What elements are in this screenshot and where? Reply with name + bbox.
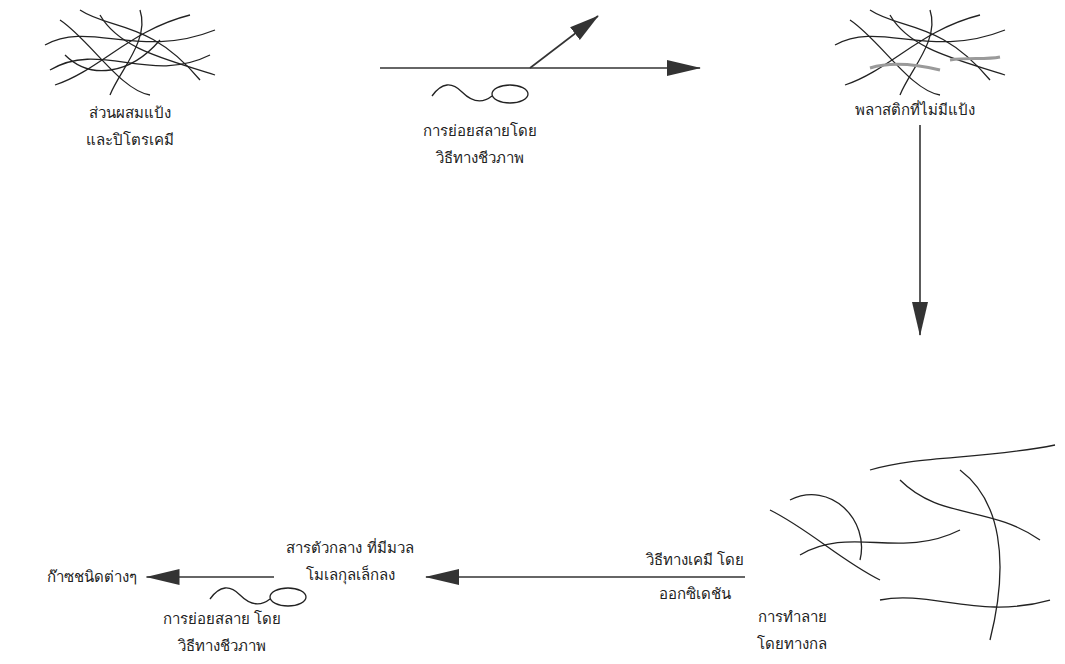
- process-node: ก๊าซชนิดต่างๆ: [38, 560, 147, 595]
- flow-arrow: [426, 576, 745, 578]
- flow-arrow: [380, 67, 700, 69]
- node-caption: ส่วนผสมแป้ง และปิโตรเคมี: [84, 100, 176, 154]
- process-node: พลาสติกที่ไม่มีแป้ง: [700, 5, 1010, 125]
- flow-arrow: [919, 125, 921, 335]
- node-caption: พลาสติกที่ไม่มีแป้ง: [854, 97, 977, 124]
- polymer-tangle: [835, 10, 1005, 95]
- node-caption: การทำลาย โดยทางกล: [755, 604, 829, 658]
- flow-arrow: [147, 576, 275, 578]
- edge-label: การย่อยสลายโดย วิธีทางชีวภาพ: [422, 118, 539, 172]
- node-caption: สารตัวกลาง ที่มีมวลโมเลกุลเล็กลง: [280, 535, 420, 589]
- polymer-tangle: [45, 10, 215, 95]
- node-caption: ก๊าซชนิดต่างๆ: [46, 564, 139, 591]
- process-node: สารตัวกลาง ที่มีมวลโมเลกุลเล็กลง: [274, 531, 426, 593]
- process-node: การทำลาย โดยทางกล: [745, 335, 1060, 660]
- release-arrow: [530, 16, 598, 68]
- removed-starch: [870, 57, 1000, 70]
- process-node: ส่วนผสมแป้ง และปิโตรเคมี: [40, 5, 380, 165]
- microbe: [210, 588, 306, 606]
- microbe: [432, 85, 528, 103]
- edge-label: วิธีทางเคมี โดยออกซิเดชัน: [644, 543, 747, 611]
- edge-label: การย่อยสลาย โดยวิธีทางชีวภาพ: [163, 606, 282, 660]
